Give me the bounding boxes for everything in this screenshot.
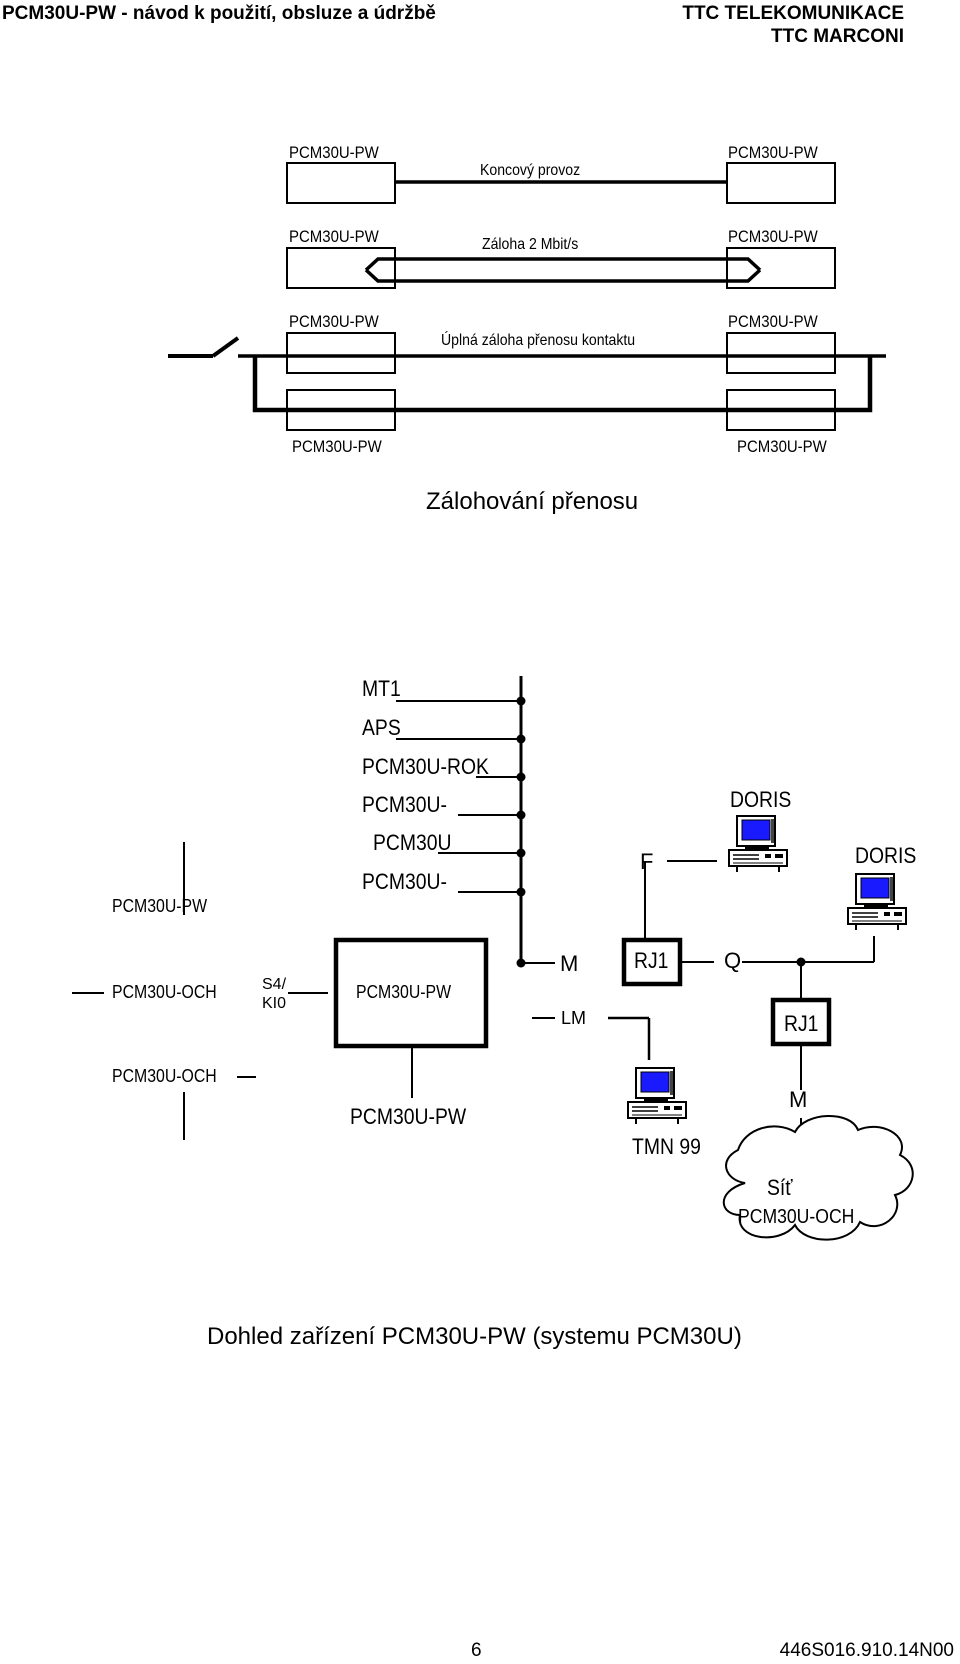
row4-left-label: PCM30U-PW xyxy=(292,437,382,456)
below-box-label: PCM30U-PW xyxy=(350,1104,467,1129)
row1-left-label: PCM30U-PW xyxy=(289,143,379,162)
row3-backup-loop xyxy=(252,356,873,413)
doris-terminal-2-icon xyxy=(847,873,907,931)
rj1-b-label: RJ1 xyxy=(784,1011,819,1036)
s4-label-line1: S4/ xyxy=(262,976,287,993)
row1-right-label: PCM30U-PW xyxy=(728,143,818,162)
row2-right-label: PCM30U-PW xyxy=(728,227,818,246)
tmn-terminal-icon xyxy=(627,1067,687,1125)
center-box-label: PCM30U-PW xyxy=(356,982,452,1002)
cloud-label-line2: PCM30U-OCH xyxy=(738,1206,855,1228)
page-number: 6 xyxy=(471,1640,482,1661)
s4-label-line2: KI0 xyxy=(262,995,287,1012)
left-och2-label: PCM30U-OCH xyxy=(112,1066,217,1086)
row3-left-unit xyxy=(286,332,396,374)
row2-link-upper xyxy=(364,257,762,272)
bus-label-pcm-2: PCM30U xyxy=(373,830,452,855)
row4-right-label: PCM30U-PW xyxy=(737,437,827,456)
row2-left-unit xyxy=(286,247,396,289)
m2-label: M xyxy=(789,1087,808,1112)
left-och1-label: PCM30U-OCH xyxy=(112,982,217,1002)
cloud-label-line1: Síť xyxy=(767,1175,793,1200)
row1-middle-label: Koncový provoz xyxy=(480,162,581,179)
bus-label-mt1: MT1 xyxy=(362,676,401,701)
row3-right-label: PCM30U-PW xyxy=(728,312,818,331)
bus-label-pcm-1: PCM30U- xyxy=(362,792,447,817)
backup-caption: Zálohování přenosu xyxy=(426,488,639,515)
network-cloud-icon xyxy=(722,1115,914,1241)
tmn-label: TMN 99 xyxy=(632,1134,701,1159)
row2-link-lower xyxy=(364,268,762,283)
bus-label-rok: PCM30U-ROK xyxy=(362,754,489,779)
row2-left-label: PCM30U-PW xyxy=(289,227,379,246)
bus-label-aps: APS xyxy=(362,715,401,740)
doris-terminal-1-icon xyxy=(728,815,788,873)
row2-middle-label: Záloha 2 Mbit/s xyxy=(482,236,579,253)
doris-label-1: DORIS xyxy=(730,787,792,812)
document-code: 446S016.910.14N00 xyxy=(779,1640,954,1661)
row1-left-unit xyxy=(286,162,396,204)
rj1-a-label: RJ1 xyxy=(634,948,669,973)
f-label: F xyxy=(640,849,654,874)
row1-right-unit xyxy=(726,162,836,204)
row3-middle-label: Úplná záloha přenosu kontaktu xyxy=(441,332,636,349)
supervision-caption: Dohled zařízení PCM30U-PW (systemu PCM30… xyxy=(207,1323,742,1350)
doris-label-2: DORIS xyxy=(855,843,917,868)
row2-right-unit xyxy=(726,247,836,289)
q-label: Q xyxy=(724,948,742,973)
lm-label: LM xyxy=(561,1008,587,1028)
bus-label-pcm-3: PCM30U- xyxy=(362,869,447,894)
m-label: M xyxy=(560,951,579,976)
document-title: PCM30U-PW - návod k použití, obsluze a ú… xyxy=(2,3,436,24)
company-division: TTC MARCONI xyxy=(771,26,904,47)
left-top-label: PCM30U-PW xyxy=(112,896,208,916)
row3-left-label: PCM30U-PW xyxy=(289,312,379,331)
company-name: TTC TELEKOMUNIKACE xyxy=(682,3,904,24)
row3-right-unit xyxy=(726,332,836,374)
